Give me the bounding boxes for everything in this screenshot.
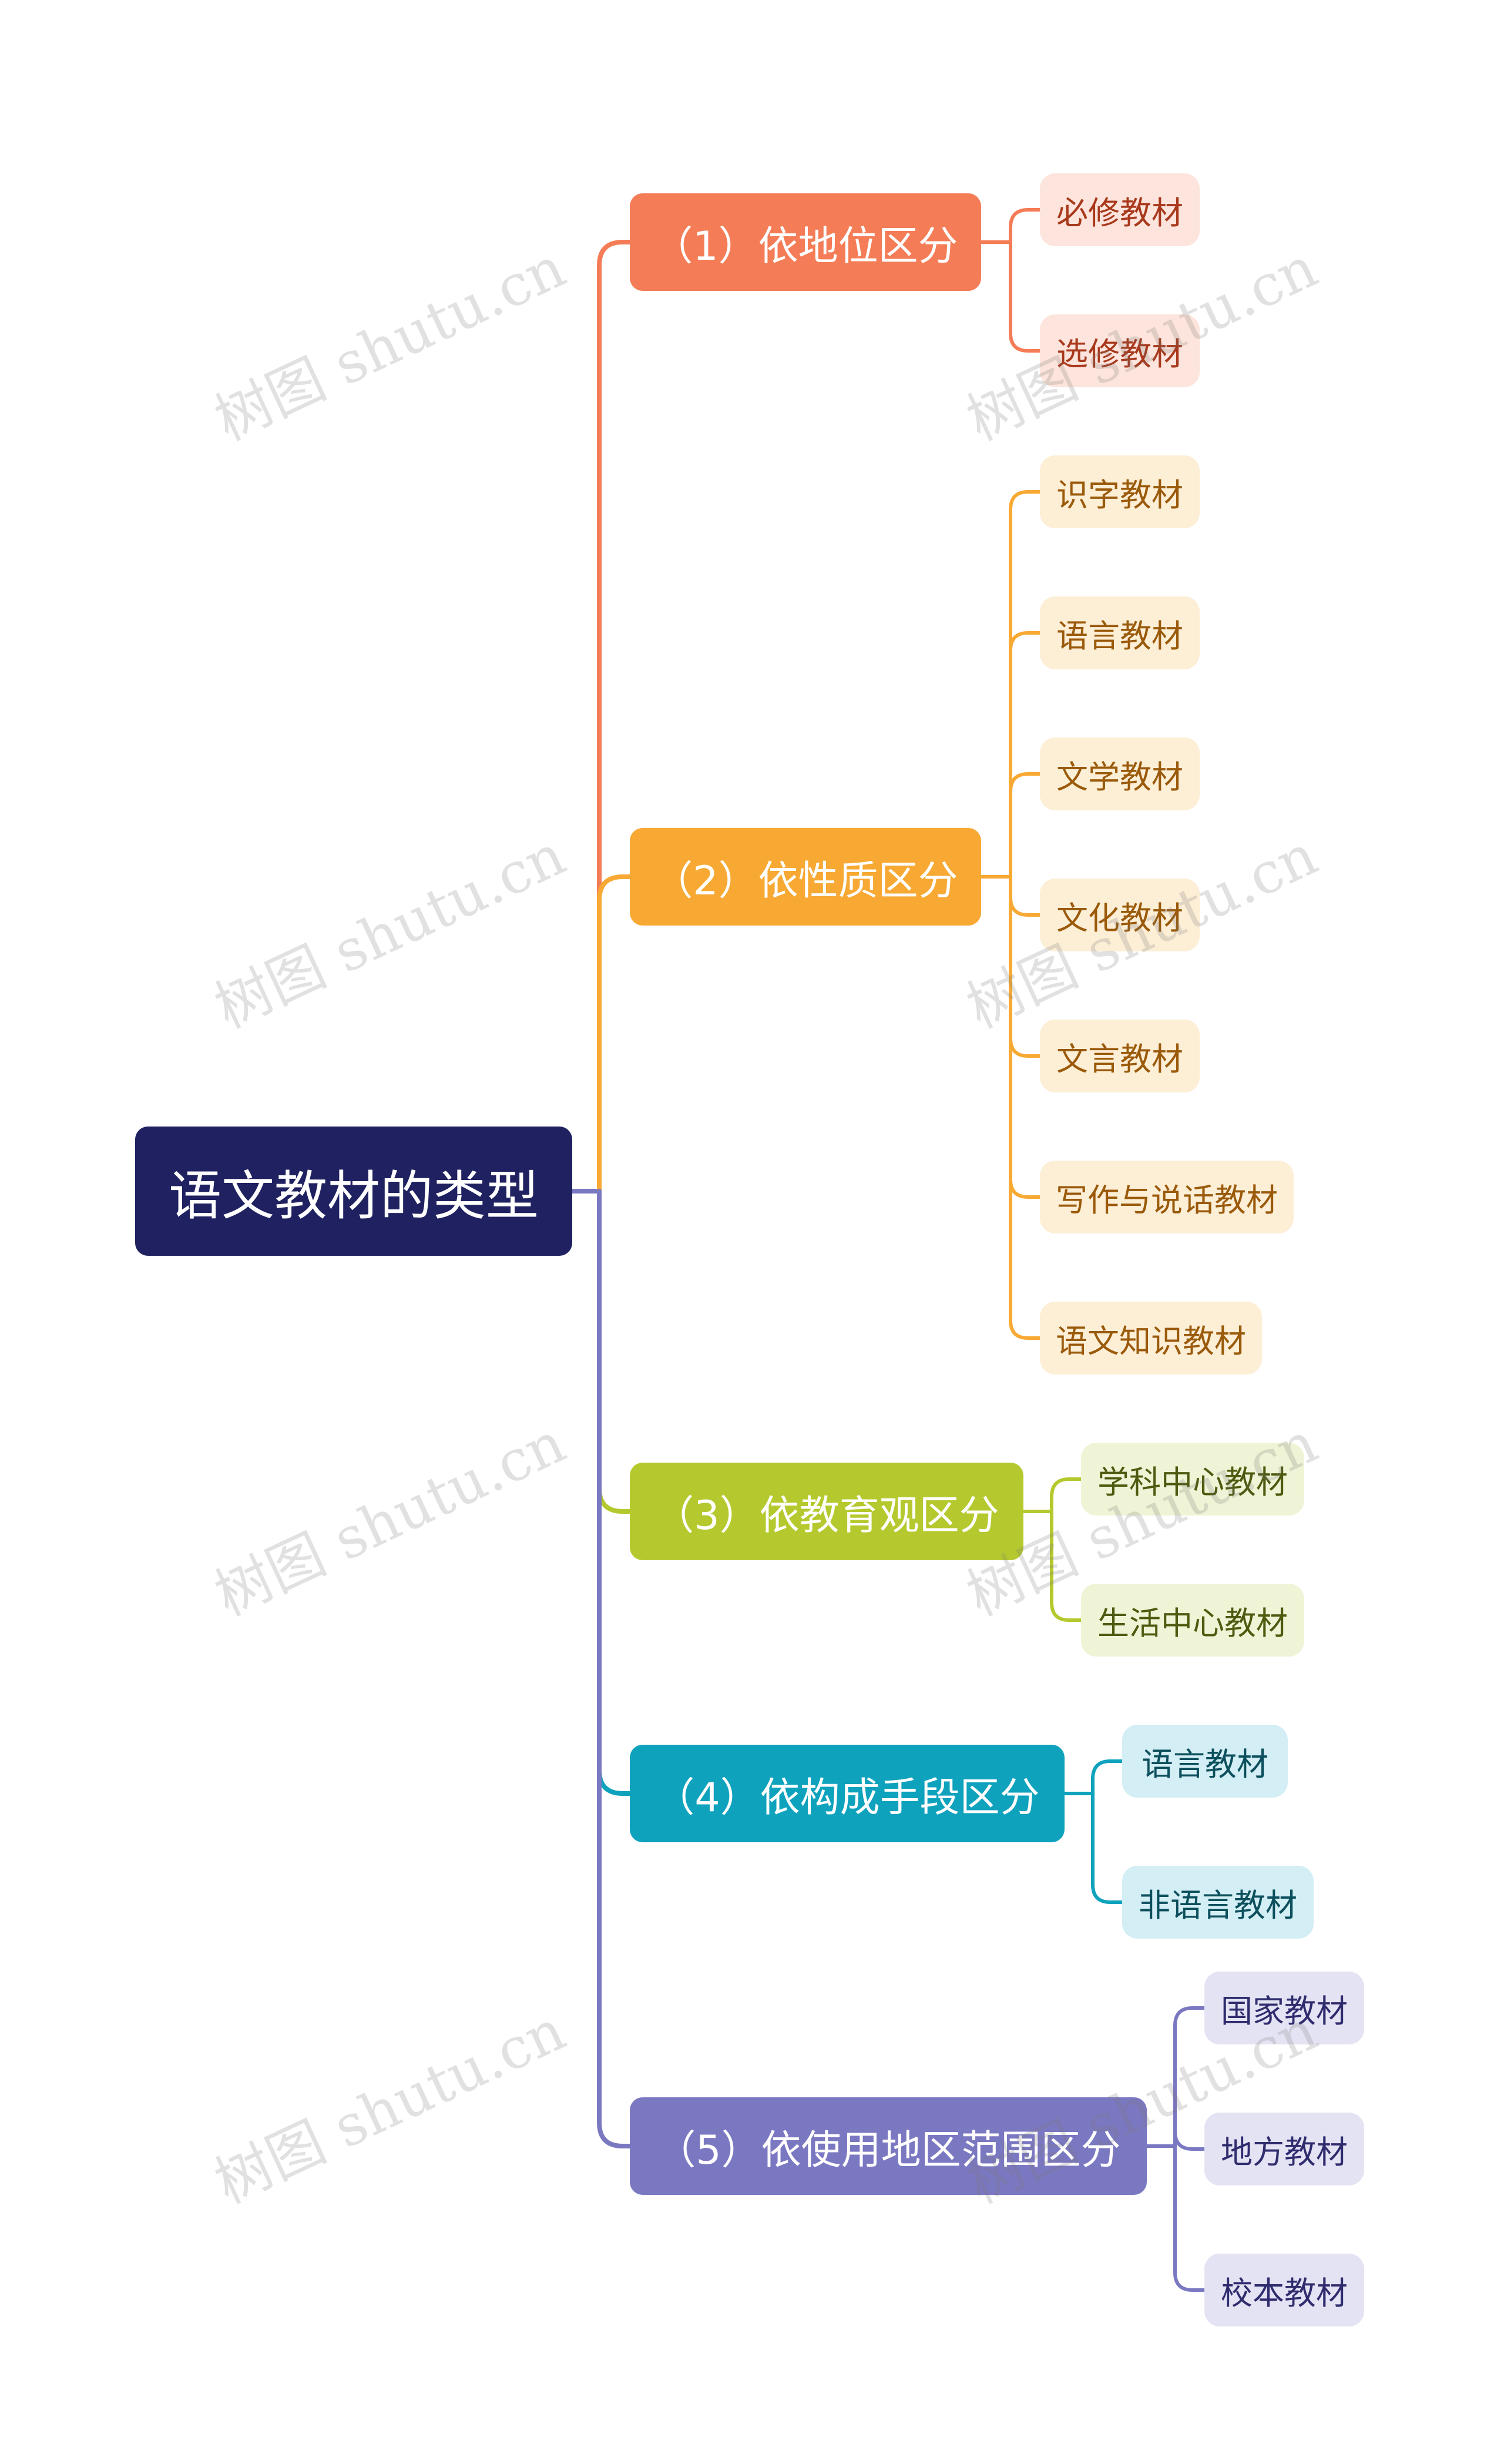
leaf-connector [1050, 1510, 1083, 1622]
leaf-connector [1173, 2131, 1206, 2151]
leaf-node[interactable]: 必修教材 [1040, 173, 1200, 246]
root-node[interactable]: 语文教材的类型 [135, 1127, 572, 1256]
leaf-connector [1173, 2144, 1206, 2292]
leaf-connector [1009, 631, 1042, 879]
leaf-connector [1009, 208, 1042, 244]
leaf-node[interactable]: 写作与说话教材 [1040, 1161, 1294, 1233]
branch-node[interactable]: （1）依地位区分 [630, 193, 981, 291]
leaf-connector [1009, 240, 1042, 353]
branch-node[interactable]: （4）依构成手段区分 [630, 1745, 1065, 1842]
leaf-node[interactable]: 文化教材 [1040, 879, 1200, 951]
leaf-node[interactable]: 地方教材 [1204, 2113, 1364, 2185]
branch-node[interactable]: （5）依使用地区范围区分 [630, 2097, 1147, 2195]
leaf-connector [1091, 1792, 1124, 1904]
leaf-node[interactable]: 选修教材 [1040, 314, 1200, 387]
branch-connector [597, 874, 632, 1194]
leaf-node[interactable]: 语言教材 [1040, 596, 1200, 669]
leaf-node[interactable]: 识字教材 [1040, 455, 1200, 528]
branch-connector [597, 1189, 632, 2148]
branch-node[interactable]: （3）依教育观区分 [630, 1463, 1023, 1560]
leaf-node[interactable]: 生活中心教材 [1081, 1584, 1304, 1657]
leaf-node[interactable]: 文学教材 [1040, 737, 1200, 810]
leaf-connector [1009, 490, 1042, 879]
leaf-connector [1050, 1477, 1083, 1513]
leaf-node[interactable]: 语言教材 [1122, 1725, 1288, 1798]
branch-node[interactable]: （2）依性质区分 [630, 828, 981, 926]
leaf-node[interactable]: 文言教材 [1040, 1020, 1200, 1092]
leaf-connector [1009, 875, 1042, 917]
leaf-node[interactable]: 学科中心教材 [1081, 1443, 1304, 1516]
branch-connector [597, 1189, 632, 1514]
leaf-connector [1009, 875, 1042, 1058]
branch-connector [597, 240, 632, 1194]
leaf-connector [1009, 772, 1042, 879]
branch-connector [597, 1189, 632, 1796]
leaf-node[interactable]: 校本教材 [1204, 2254, 1364, 2326]
leaf-connector [1009, 875, 1042, 1340]
leaf-node[interactable]: 国家教材 [1204, 1972, 1364, 2044]
leaf-connector [1009, 875, 1042, 1199]
leaf-node[interactable]: 语文知识教材 [1040, 1302, 1262, 1375]
leaf-connector [1091, 1759, 1124, 1795]
leaf-connector [1173, 2006, 1206, 2148]
leaf-node[interactable]: 非语言教材 [1122, 1866, 1314, 1939]
